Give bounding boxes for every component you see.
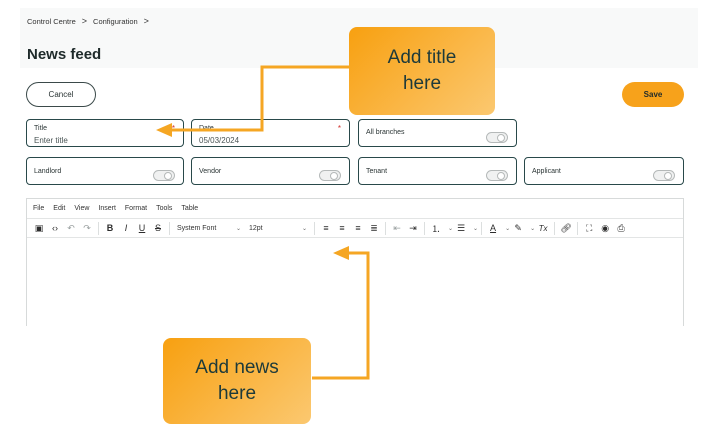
code-icon[interactable]: ‹› xyxy=(52,223,58,233)
text-color-button[interactable]: A xyxy=(490,223,497,233)
required-mark: * xyxy=(171,124,175,133)
print-icon[interactable]: ⎙ xyxy=(617,222,625,233)
news-editor: File Edit View Insert Format Tools Table… xyxy=(26,198,684,326)
required-mark: * xyxy=(337,124,341,133)
breadcrumb-configuration[interactable]: Configuration xyxy=(93,16,138,26)
all-branches-toggle[interactable] xyxy=(486,132,508,143)
chevron-down-icon[interactable]: ⌄ xyxy=(473,225,479,232)
editor-menubar: File Edit View Insert Format Tools Table xyxy=(27,199,683,219)
tenant-label: Tenant xyxy=(366,168,388,175)
font-family-value: System Font xyxy=(177,224,217,232)
indent-icon[interactable]: ⇥ xyxy=(409,222,417,233)
align-left-icon[interactable]: ≡ xyxy=(323,223,329,233)
landlord-toggle[interactable] xyxy=(153,170,175,181)
bold-button[interactable]: B xyxy=(106,223,114,233)
toggle-knob xyxy=(497,172,505,180)
toolbar-divider xyxy=(424,221,425,235)
outdent-icon[interactable]: ⇤ xyxy=(393,222,401,233)
toolbar-divider xyxy=(314,221,315,235)
title-label: Title xyxy=(34,125,47,132)
bullet-list-icon[interactable]: ☰ xyxy=(456,222,466,233)
tenant-field: Tenant xyxy=(358,157,517,185)
highlight-icon[interactable]: ✎ xyxy=(514,222,522,233)
tenant-toggle[interactable] xyxy=(486,170,508,181)
add-title-callout-text: Add title here xyxy=(387,47,457,94)
align-center-icon[interactable]: ≡ xyxy=(339,223,345,233)
add-title-callout: Add title here xyxy=(349,27,495,115)
breadcrumb-separator: > xyxy=(143,16,149,26)
toolbar-divider xyxy=(554,221,556,235)
clear-format-button[interactable]: Tx xyxy=(538,223,548,233)
toggle-knob xyxy=(497,134,505,142)
breadcrumb-separator: > xyxy=(81,16,88,26)
toolbar-divider xyxy=(169,221,170,235)
chevron-down-icon[interactable]: ⌄ xyxy=(530,225,536,232)
align-justify-icon[interactable]: ≣ xyxy=(370,222,378,233)
numbered-list-icon[interactable]: ⒈ xyxy=(431,223,441,234)
image-icon[interactable]: ▣ xyxy=(34,222,44,233)
date-input-value[interactable]: 05/03/2024 xyxy=(199,136,240,145)
title-field[interactable]: Title * Enter title xyxy=(26,119,184,147)
add-news-callout-text: Add news here xyxy=(195,357,279,404)
toolbar-divider xyxy=(481,221,483,235)
toolbar-divider xyxy=(385,221,386,235)
all-branches-label: All branches xyxy=(366,129,405,136)
toggle-knob xyxy=(330,172,338,180)
toggle-knob xyxy=(664,172,672,180)
applicant-field: Applicant xyxy=(524,157,684,185)
vendor-field: Vendor xyxy=(191,157,350,185)
breadcrumb-control-centre[interactable]: Control Centre xyxy=(27,16,76,26)
save-button[interactable]: Save xyxy=(622,82,684,107)
redo-icon[interactable]: ↷ xyxy=(83,222,91,233)
toolbar-divider xyxy=(577,221,579,235)
menu-view[interactable]: View xyxy=(74,205,90,212)
applicant-label: Applicant xyxy=(532,168,561,175)
font-family-select[interactable]: System Font ⌄ xyxy=(173,225,245,232)
page-title: News feed xyxy=(27,46,102,63)
menu-edit[interactable]: Edit xyxy=(53,205,66,212)
title-input-placeholder[interactable]: Enter title xyxy=(34,136,68,145)
link-icon[interactable]: 🔗︎ xyxy=(560,222,572,233)
chevron-down-icon: ⌄ xyxy=(235,225,241,232)
editor-toolbar: ▣ ‹› ↶ ↷ B I U S System Font ⌄ 12pt ⌄ ≡ … xyxy=(27,219,683,238)
all-branches-field: All branches xyxy=(358,119,517,147)
italic-button[interactable]: I xyxy=(124,223,128,233)
cancel-button[interactable]: Cancel xyxy=(26,82,96,107)
chevron-down-icon: ⌄ xyxy=(301,225,307,232)
preview-icon[interactable]: ◉ xyxy=(601,222,610,233)
font-size-select[interactable]: 12pt ⌄ xyxy=(245,225,311,232)
date-field[interactable]: Date * 05/03/2024 xyxy=(191,119,350,147)
editor-content-area[interactable] xyxy=(27,238,683,326)
breadcrumb: Control Centre > Configuration > xyxy=(27,16,149,26)
strikethrough-button[interactable]: S xyxy=(154,223,161,233)
chevron-down-icon[interactable]: ⌄ xyxy=(505,225,511,232)
date-label: Date xyxy=(199,125,214,132)
menu-file[interactable]: File xyxy=(33,205,45,212)
menu-insert[interactable]: Insert xyxy=(98,205,116,212)
menu-table[interactable]: Table xyxy=(181,205,199,212)
menu-format[interactable]: Format xyxy=(124,205,148,212)
landlord-field: Landlord xyxy=(26,157,184,185)
vendor-toggle[interactable] xyxy=(319,170,341,181)
toolbar-divider xyxy=(98,221,99,235)
landlord-label: Landlord xyxy=(34,168,62,175)
menu-tools[interactable]: Tools xyxy=(156,205,173,212)
chevron-down-icon[interactable]: ⌄ xyxy=(448,225,454,232)
vendor-label: Vendor xyxy=(199,168,222,175)
applicant-toggle[interactable] xyxy=(653,170,675,181)
align-right-icon[interactable]: ≡ xyxy=(355,223,361,233)
underline-button[interactable]: U xyxy=(138,223,146,233)
font-size-value: 12pt xyxy=(249,224,263,232)
fullscreen-icon[interactable]: ⛶ xyxy=(585,222,593,233)
toggle-knob xyxy=(164,172,172,180)
undo-icon[interactable]: ↶ xyxy=(67,222,75,233)
add-news-callout: Add news here xyxy=(163,338,311,424)
